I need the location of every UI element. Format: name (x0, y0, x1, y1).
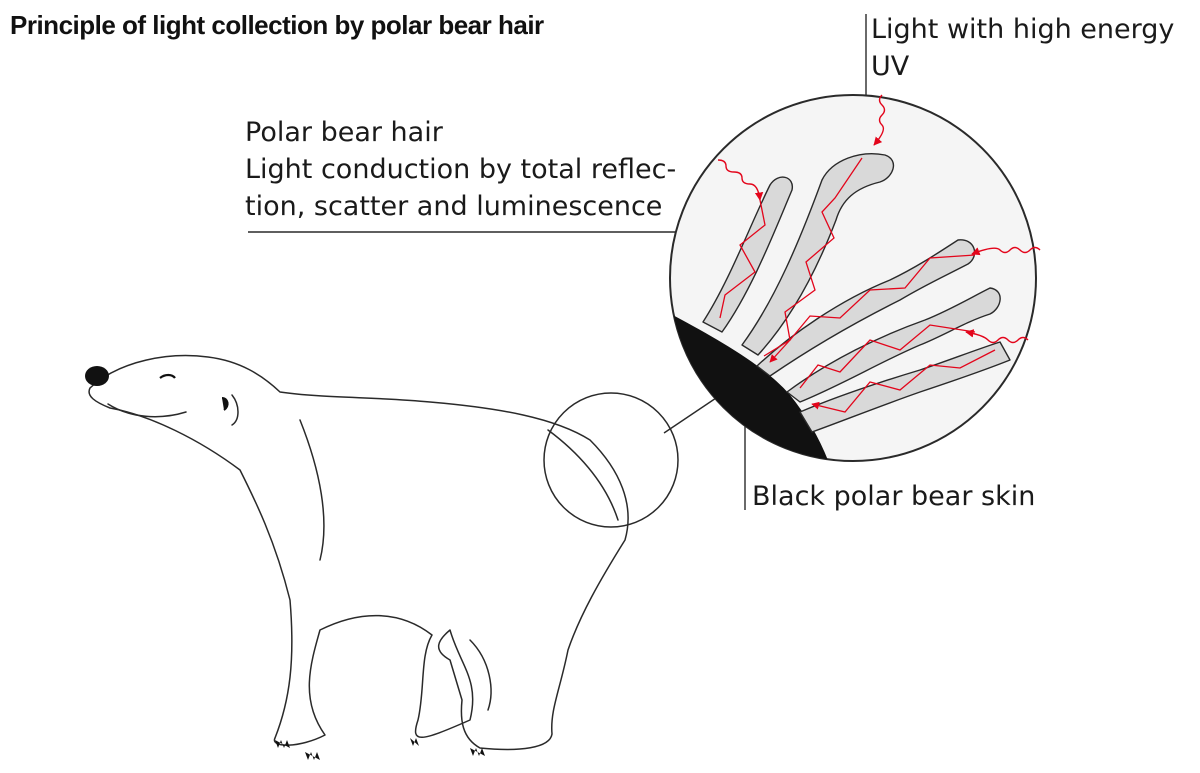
hair-strand-2 (741, 153, 895, 356)
skin-label: Black polar bear skin (752, 481, 1036, 512)
bear-ear-inner (221, 397, 229, 411)
bear-claws (275, 738, 485, 760)
polar-bear-illustration (88, 354, 629, 751)
bear-claw-front-right (305, 752, 320, 760)
hair-label-line1: Polar bear hair (245, 117, 443, 148)
bear-mouth-line (107, 403, 187, 418)
bear-back-leg-line (469, 639, 492, 711)
hair-label-line2: Light conduction by total reflec- (245, 154, 677, 185)
bear-claw-back-left (410, 738, 419, 746)
bear-claw-back-right (470, 748, 485, 756)
magnifier-content (670, 153, 1011, 461)
hair-strand-4 (786, 287, 1001, 403)
light-ray-2 (763, 157, 863, 357)
hair-label-line3: tion, scatter and luminescence (245, 191, 663, 222)
bear-hip-line (547, 429, 619, 521)
bear-shoulder-line (299, 419, 325, 561)
uv-light-label: Light with high energy UV (871, 11, 1174, 85)
uv-light-label-line1: Light with high energy (871, 14, 1175, 45)
uv-wave-arrow-top (873, 94, 886, 146)
hair-strand-1 (702, 176, 793, 333)
bear-ear-outline (231, 394, 239, 426)
light-ray-paths (719, 157, 996, 413)
uv-light-label-line2: UV (871, 51, 910, 82)
light-ray-4 (799, 324, 976, 389)
light-ray-5 (811, 349, 996, 413)
bear-claw-front-left (275, 740, 290, 748)
uv-wave-arrow-left (717, 159, 764, 201)
uv-wave-arrow-right-lower (965, 329, 1029, 344)
hair-strands (702, 153, 1011, 433)
light-ray-3 (769, 254, 976, 363)
bear-eye (159, 373, 176, 379)
uv-wave-arrow-right-upper (971, 246, 1041, 256)
hair-label: Polar bear hair Light conduction by tota… (245, 114, 676, 225)
bear-body-outline (88, 354, 629, 751)
bear-nose (85, 366, 109, 386)
bear-hip-magnifier-circle (543, 392, 679, 528)
uv-wave-arrows (717, 94, 1041, 344)
hair-strand-5 (799, 341, 1011, 433)
light-ray-1 (719, 199, 766, 319)
diagram-title: Principle of light collection by polar b… (10, 10, 544, 40)
